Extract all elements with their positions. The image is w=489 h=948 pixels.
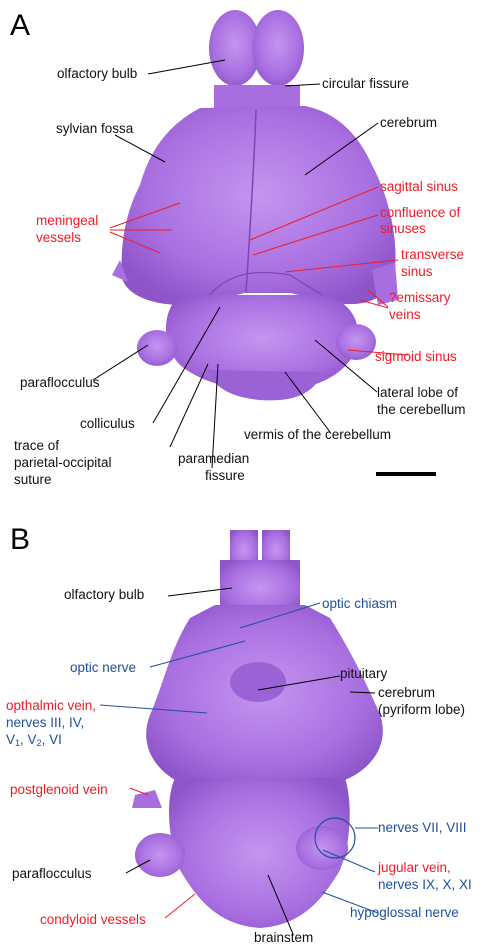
panel-a-label-circular-fissure: circular fissure [322, 76, 409, 92]
panel-b-label-jugular-vein: jugular vein, [378, 860, 451, 876]
panel-b-label-brainstem: brainstem [254, 930, 313, 946]
panel-b-label-olfactory-bulb: olfactory bulb [64, 587, 144, 603]
panel-b-postglenoid-process [132, 790, 162, 808]
panel-b-label-nerves-iii-iv: nerves III, IV, [6, 715, 84, 731]
panel-a-label-sagittal-sinus: sagittal sinus [380, 179, 458, 195]
panel-b-label-condyloid-vessels: condyloid vessels [40, 912, 146, 928]
panel-a-letter: A [10, 9, 30, 43]
panel-a-label-emissary-2: veins [389, 307, 421, 323]
scale-bar [376, 472, 436, 476]
panel-a-label-lateral-lobe-2: the cerebellum [377, 402, 466, 418]
panel-b-pituitary-shape [230, 662, 286, 702]
panel-a-paraflocculus-right [336, 324, 376, 360]
v-prefix: V [6, 732, 15, 747]
panel-a-label-cerebrum: cerebrum [380, 115, 437, 131]
panel-b-label-nerves-v-vi: V1, V2, VI [6, 732, 62, 751]
panel-b-label-optic-chiasm: optic chiasm [322, 596, 397, 612]
panel-a-label-sylvian-fossa: sylvian fossa [56, 121, 133, 137]
panel-b-label-cerebrum-1: cerebrum [378, 685, 435, 701]
panel-a-label-meningeal-1: meningeal [36, 213, 98, 229]
panel-a-label-sigmoid-sinus: sigmoid sinus [375, 349, 457, 365]
panel-b-label-paraflocculus: paraflocculus [12, 866, 92, 882]
panel-b-label-pituitary: pituitary [340, 666, 387, 682]
panel-b-paraflocculus-right [296, 826, 348, 870]
v-suffix: , VI [42, 732, 62, 747]
panel-b-label-nerves-ix-x-xi: nerves IX, X, XI [378, 877, 472, 893]
panel-a-dorsal-view: A olfactory bulb circular fissure cerebr… [0, 0, 489, 500]
v-comma-1: , V [20, 732, 37, 747]
panel-a-label-paramedian-1: paramedian [178, 451, 249, 467]
panel-b-letter: B [10, 523, 30, 557]
panel-b-paraflocculus-left [135, 833, 185, 877]
panel-a-label-olfactory-bulb: olfactory bulb [57, 66, 137, 82]
panel-b-label-nerves-vii-viii: nerves VII, VIII [378, 820, 467, 836]
panel-b-label-opthalmic-vein: opthalmic vein, [6, 698, 96, 714]
panel-a-label-paramedian-2: fissure [205, 468, 245, 484]
panel-a-label-lateral-lobe-1: lateral lobe of [377, 385, 458, 401]
panel-a-label-transverse-2: sinus [401, 264, 433, 280]
panel-a-label-confluence-1: confluence of [380, 205, 460, 221]
panel-a-label-colliculus: colliculus [80, 416, 135, 432]
panel-a-label-paraflocculus: paraflocculus [20, 375, 100, 391]
panel-a-label-trace-3: suture [14, 472, 52, 488]
panel-b-label-optic-nerve: optic nerve [70, 660, 136, 676]
panel-a-label-emissary-1: ?emissary [389, 290, 451, 306]
panel-a-cerebrum-shape [122, 106, 396, 305]
panel-a-label-vermis: vermis of the cerebellum [244, 427, 391, 443]
panel-a-label-transverse-1: transverse [401, 247, 464, 263]
panel-a-label-trace-2: parietal-occipital [14, 455, 112, 471]
panel-a-label-meningeal-2: vessels [36, 230, 81, 246]
panel-b-label-hypoglossal-nerve: hypoglossal nerve [350, 905, 459, 921]
panel-a-label-trace-1: trace of [14, 438, 59, 454]
panel-b-label-cerebrum-2: (pyriform lobe) [378, 702, 465, 718]
panel-b-ventral-view: B olfactory bulb optic chiasm optic nerv… [0, 500, 489, 948]
panel-b-olfactory-bulb-shape [220, 530, 300, 615]
panel-b-label-postglenoid-vein: postglenoid vein [10, 782, 108, 798]
panel-a-label-confluence-2: sinuses [380, 221, 426, 237]
